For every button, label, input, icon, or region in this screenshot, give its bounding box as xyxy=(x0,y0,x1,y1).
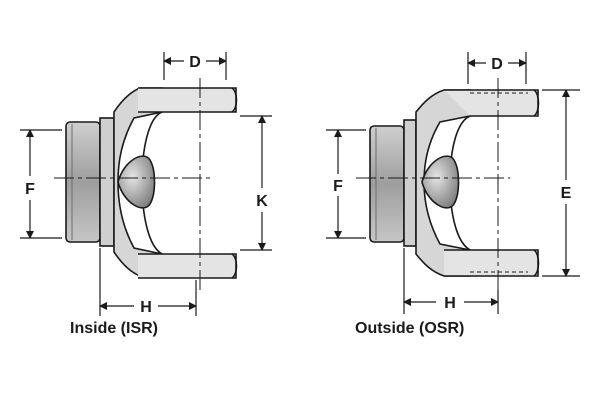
osr-dim-e-label: E xyxy=(561,185,572,202)
osr-caption: Outside (OSR) xyxy=(355,320,465,337)
isr-lens xyxy=(117,155,156,209)
isr-yoke xyxy=(54,78,238,290)
osr-dim-d-label: D xyxy=(491,56,503,73)
osr-hub xyxy=(369,125,405,243)
isr-dim-h-label: H xyxy=(140,299,152,316)
isr-dim-k-label: K xyxy=(256,193,268,210)
osr-dim-h-label: H xyxy=(444,295,456,312)
isr-dim-d-label: D xyxy=(189,54,201,71)
isr-dim-f-label: F xyxy=(25,181,35,198)
osr-dim-f-label: F xyxy=(333,178,343,195)
isr-caption: Inside (ISR) xyxy=(70,320,159,337)
isr-bottom-ear xyxy=(138,253,237,279)
osr-lens xyxy=(421,155,460,209)
osr-collar xyxy=(403,119,417,247)
isr-dimensions xyxy=(20,52,272,316)
isr-top-ear xyxy=(138,87,237,113)
isr-hub xyxy=(65,121,101,243)
isr-collar xyxy=(99,117,115,247)
osr-dimensions xyxy=(326,52,580,314)
osr-yoke xyxy=(356,78,540,290)
